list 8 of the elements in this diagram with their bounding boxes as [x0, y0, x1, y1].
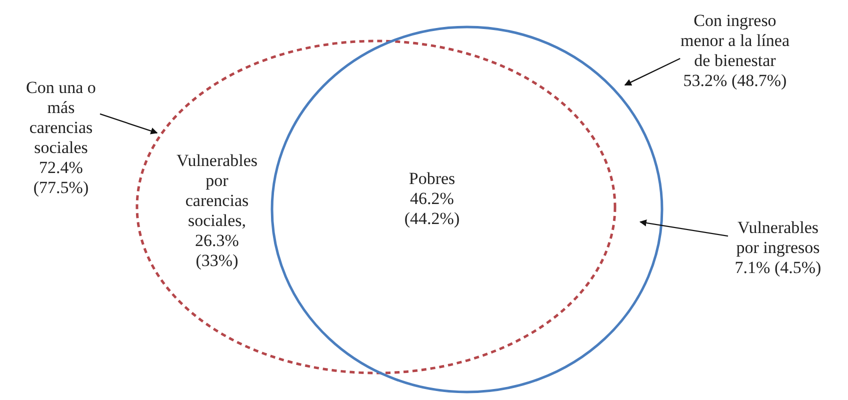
- venn-label: Vulnerables por ingresos 7.1% (4.5%): [734, 218, 822, 278]
- venn-label: Vulnerables por carencias sociales, 26.3% (33%): [175, 151, 259, 271]
- venn-label: Con una o más carencias sociales 72.4% (77.5%): [25, 78, 97, 198]
- arrow: [624, 58, 680, 86]
- venn-label: Con ingreso menor a la línea de bienestar 53.2% (48.7%): [679, 11, 791, 91]
- venn-label: Pobres 46.2% (44.2%): [403, 169, 461, 229]
- arrow: [100, 113, 158, 134]
- arrow: [639, 219, 728, 237]
